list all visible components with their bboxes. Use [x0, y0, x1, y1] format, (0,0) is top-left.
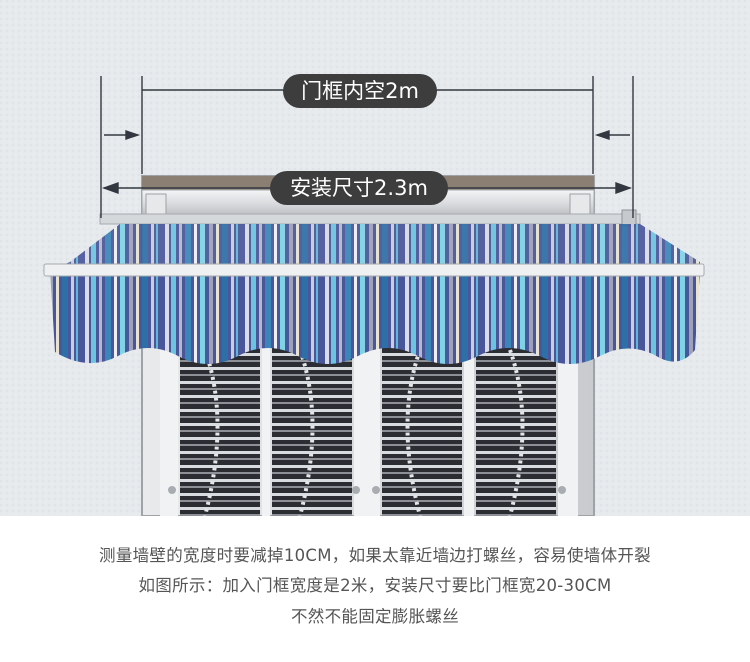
awning-photo: 门框内空2m 安装尺寸2.3m [0, 0, 750, 516]
door-panels [160, 345, 578, 516]
caption-line-2: 如图所示：加入门框宽度是2米，安装尺寸要比门框宽20-30CM [138, 576, 612, 595]
awning-drawing: 门框内空2m 安装尺寸2.3m [0, 0, 750, 516]
awning-fabric [43, 224, 705, 364]
install-size-text: 安装尺寸2.3m [290, 176, 428, 200]
door-frame-width-text: 门框内空2m [301, 79, 419, 103]
caption-line-3: 不然不能固定膨胀螺丝 [291, 607, 459, 626]
door-frame-width-label: 门框内空2m [283, 74, 437, 108]
caption-line-1: 测量墙壁的宽度时要减掉10CM，如果太靠近墙边打螺丝，容易使墙体开裂 [99, 546, 651, 565]
install-size-label: 安装尺寸2.3m [270, 171, 448, 205]
caption-block: 测量墙壁的宽度时要减掉10CM，如果太靠近墙边打螺丝，容易使墙体开裂 如图所示：… [0, 516, 750, 662]
